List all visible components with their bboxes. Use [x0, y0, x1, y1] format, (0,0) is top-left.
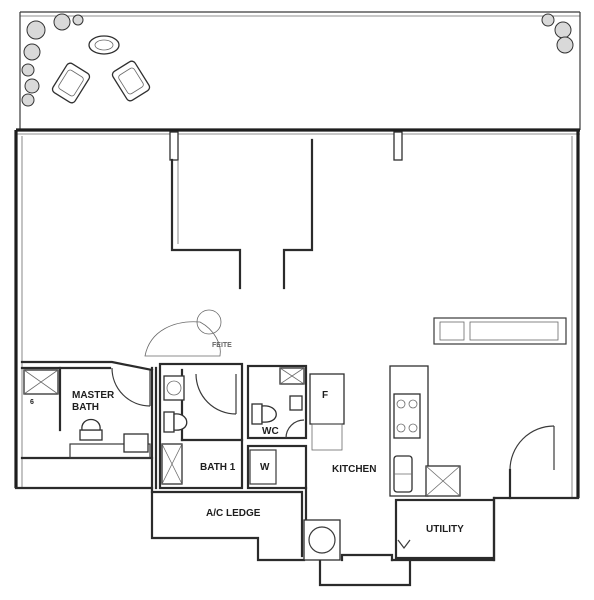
master-bath-label: MASTER BATH — [72, 390, 115, 413]
plant-cluster-right — [541, 13, 574, 54]
lounge-chair-right — [111, 60, 151, 102]
washer-label: W — [260, 462, 270, 473]
ac-ledge — [150, 490, 341, 561]
master-bath-room: 6 — [20, 360, 158, 490]
figure-sketch: FEITE — [144, 309, 232, 357]
bath1-door — [195, 373, 237, 415]
wc-label: WC — [262, 426, 279, 437]
column-stubs — [169, 131, 403, 161]
inner-partitions — [170, 138, 314, 290]
wc-room — [246, 364, 308, 440]
fridge-block — [309, 373, 345, 451]
sideboard — [433, 317, 567, 345]
utility-room — [394, 498, 496, 560]
plant-cluster-left — [21, 13, 84, 107]
master-bath-door — [111, 367, 151, 407]
svg-text:FEITE: FEITE — [212, 342, 232, 349]
side-table — [88, 35, 120, 55]
kitchen-door — [509, 425, 555, 471]
ac-ledge-label: A/C LEDGE — [206, 508, 261, 519]
kitchen-label: KITCHEN — [332, 464, 376, 475]
kitchen-room — [304, 365, 461, 558]
outer-walls — [14, 130, 580, 587]
bath1-room — [158, 362, 244, 490]
utility-label: UTILITY — [426, 524, 464, 535]
balcony — [16, 11, 581, 135]
svg-text:6: 6 — [30, 399, 34, 406]
bath1-label: BATH 1 — [200, 462, 236, 473]
svg-text:BATH: BATH — [72, 402, 99, 413]
svg-text:MASTER: MASTER — [72, 390, 115, 401]
lounge-chair-left — [51, 62, 91, 104]
washer-room — [246, 444, 308, 490]
fridge-label: F — [322, 390, 328, 401]
